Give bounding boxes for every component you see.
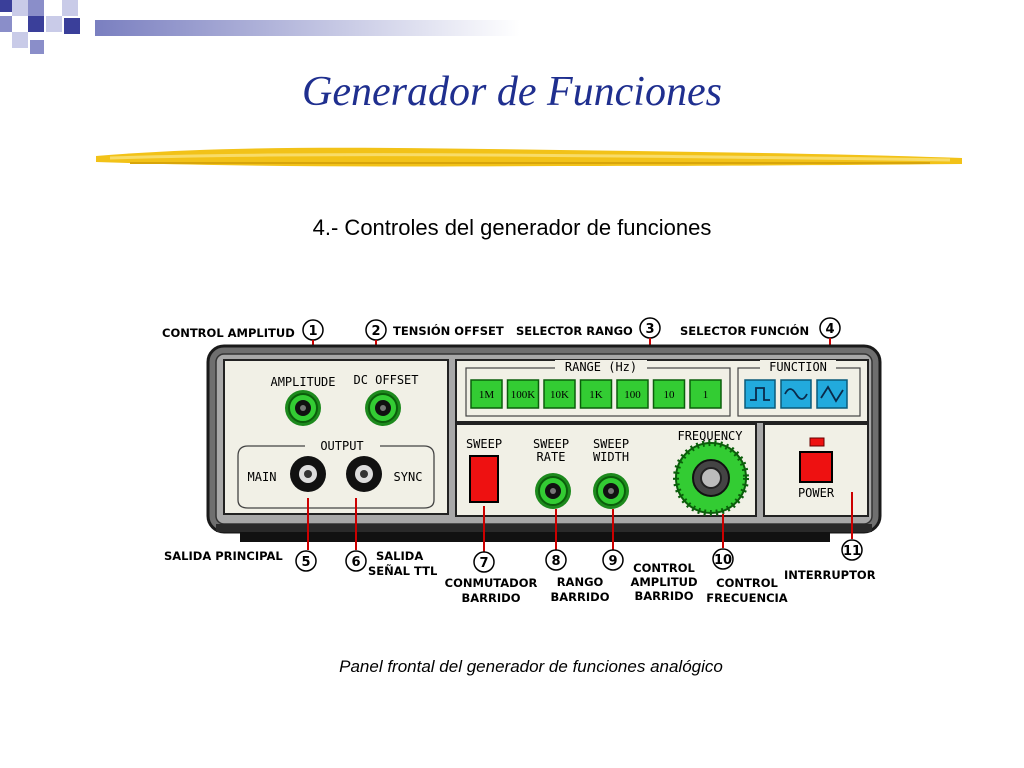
square-wave-button[interactable] [744, 379, 776, 409]
sync-label: SYNC [394, 470, 423, 484]
callout-label-9-line2: AMPLITUD [630, 575, 697, 589]
range-button-label: 10 [664, 389, 676, 401]
range-button-10k[interactable]: 10K [543, 379, 576, 409]
sync-output-connector[interactable] [346, 456, 382, 492]
triangle-wave-icon [820, 385, 844, 403]
callout-circle-11 [841, 539, 863, 561]
callout-number-3: 3 [645, 322, 654, 337]
callout-number-7: 7 [479, 556, 488, 571]
sweep-rate-label-2: RATE [537, 450, 566, 464]
callout-circle-7 [473, 551, 495, 573]
sweep-width-label-1: SWEEP [593, 437, 629, 451]
callout-label-5: SALIDA PRINCIPAL [164, 549, 283, 563]
range-button-label: 1M [479, 389, 495, 401]
power-label: POWER [798, 486, 835, 500]
callout-label-10-line2: FRECUENCIA [706, 591, 788, 605]
output-label: OUTPUT [320, 439, 363, 453]
range-button-100k[interactable]: 100K [506, 379, 540, 409]
function-title: FUNCTION [769, 360, 827, 374]
callout-label-7-line2: BARRIDO [462, 591, 521, 605]
amplitude-knob[interactable] [285, 390, 321, 426]
callout-label-8-line2: BARRIDO [551, 590, 610, 604]
range-button-label: 1K [589, 389, 603, 401]
range-title: RANGE (Hz) [565, 360, 637, 374]
range-button-1k[interactable]: 1K [579, 379, 613, 409]
callout-label-7-line1: CONMUTADOR [445, 576, 538, 590]
sweep-rate-knob[interactable] [535, 473, 571, 509]
callout-number-5: 5 [301, 555, 310, 570]
callout-label-10-line1: CONTROL [716, 576, 778, 590]
range-button-100[interactable]: 100 [616, 379, 649, 409]
callout-number-10: 10 [714, 553, 732, 568]
callout-circle-10 [712, 548, 734, 570]
sweep-label: SWEEP [466, 437, 502, 451]
range-button-10[interactable]: 10 [652, 379, 686, 409]
triangle-wave-button[interactable] [816, 379, 848, 409]
callout-number-4: 4 [825, 322, 834, 337]
page-title: Generador de Funciones [302, 69, 722, 115]
range-button-1m[interactable]: 1M [470, 379, 503, 409]
callout-label-4: SELECTOR FUNCIÓN [680, 323, 809, 338]
sweep-rate-label-1: SWEEP [533, 437, 569, 451]
figure-caption: Panel frontal del generador de funciones… [339, 657, 723, 676]
callout-label-6-line2: SEÑAL TTL [368, 563, 438, 578]
sweep-switch[interactable] [469, 455, 499, 503]
callout-number-6: 6 [351, 555, 360, 570]
callout-label-2: TENSIÓN OFFSET [393, 323, 504, 338]
range-button-1[interactable]: 1 [689, 379, 722, 409]
callout-circle-8 [545, 549, 567, 571]
frequency-label: FREQUENCY [677, 429, 743, 443]
power-indicator [809, 437, 825, 447]
range-button-label: 100 [624, 389, 641, 401]
callout-label-6-line1: SALIDA [376, 549, 423, 563]
range-button-label: 1 [703, 389, 709, 401]
callout-circle-5 [295, 550, 317, 572]
callout-number-2: 2 [371, 324, 380, 339]
callout-number-1: 1 [308, 324, 317, 339]
range-button-label: 100K [511, 389, 536, 401]
sine-wave-button[interactable] [780, 379, 812, 409]
main-label: MAIN [248, 470, 277, 484]
section-subtitle: 4.- Controles del generador de funciones [312, 215, 712, 240]
sweep-width-label-2: WIDTH [593, 450, 629, 464]
callout-number-8: 8 [551, 554, 560, 569]
sine-wave-icon [784, 388, 808, 400]
amplitude-label: AMPLITUDE [270, 375, 335, 389]
range-button-label: 10K [550, 389, 569, 401]
callout-label-1: CONTROL AMPLITUD [162, 326, 295, 340]
callout-number-11: 11 [843, 544, 861, 559]
callout-label-9-line3: BARRIDO [635, 589, 694, 603]
title-underline [96, 147, 962, 167]
frequency-knob[interactable] [673, 440, 749, 516]
callout-circle-6 [345, 550, 367, 572]
main-output-connector[interactable] [290, 456, 326, 492]
callout-label-11: INTERRUPTOR [784, 568, 876, 582]
function-generator-panel: CONTROL AMPLITUD 1 2 TENSIÓN OFFSET SELE… [162, 317, 882, 605]
callout-number-9: 9 [608, 554, 617, 569]
power-button[interactable] [799, 451, 833, 483]
left-section [223, 359, 449, 515]
sweep-width-knob[interactable] [593, 473, 629, 509]
corner-decoration [0, 0, 520, 54]
range-buttons: 1M 100K 10K 1K 100 10 1 [470, 379, 722, 409]
callout-label-8-line1: RANGO [557, 575, 604, 589]
callout-label-3: SELECTOR RANGO [516, 324, 633, 338]
callout-circle-9 [602, 549, 624, 571]
dc-offset-knob[interactable] [365, 390, 401, 426]
callout-label-9-line1: CONTROL [633, 561, 695, 575]
dc-offset-label: DC OFFSET [353, 373, 418, 387]
square-wave-icon [750, 387, 770, 401]
